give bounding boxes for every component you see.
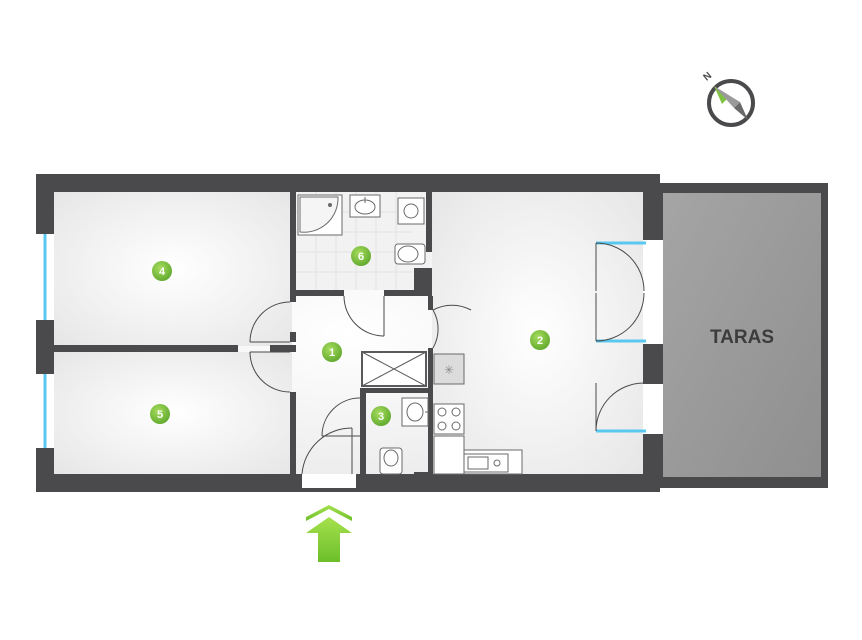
shower-icon xyxy=(297,194,343,236)
terrace-label: TARAS xyxy=(710,327,774,348)
room-number-1: 1 xyxy=(329,347,335,359)
room-number-4: 4 xyxy=(159,266,166,278)
fridge-icon: ✳ xyxy=(433,353,465,385)
room-marker-1: 1 xyxy=(322,342,342,362)
room-number-5: 5 xyxy=(157,409,163,421)
sink-icon xyxy=(349,194,381,218)
interior-doors xyxy=(249,295,472,475)
terrace: TARAS xyxy=(648,183,828,488)
small-sink-icon xyxy=(401,397,429,427)
room-number-6: 6 xyxy=(358,251,364,263)
room-number-2: 2 xyxy=(537,335,543,347)
room-floors xyxy=(54,192,643,474)
compass-letter: N xyxy=(701,70,714,83)
wardrobe xyxy=(361,351,427,387)
washing-machine-icon xyxy=(397,197,425,225)
room-marker-3: 3 xyxy=(371,406,391,426)
room-marker-4: 4 xyxy=(152,261,172,281)
compass-icon: N xyxy=(701,70,755,127)
room-number-3: 3 xyxy=(378,411,384,423)
room-marker-6: 6 xyxy=(351,246,371,266)
room-marker-5: 5 xyxy=(150,404,170,424)
toilet-icon xyxy=(394,243,426,265)
entrance-opening xyxy=(302,474,356,488)
stove-icon xyxy=(433,403,465,435)
kitchen-sink-icon xyxy=(463,453,509,473)
terrace-doors xyxy=(595,240,663,434)
toilet-3-icon xyxy=(379,447,403,475)
room-marker-2: 2 xyxy=(530,330,550,350)
interior-walls xyxy=(54,192,433,488)
svg-text:✳: ✳ xyxy=(444,363,454,377)
left-windows xyxy=(36,234,54,448)
entrance-arrow-icon xyxy=(306,505,352,562)
